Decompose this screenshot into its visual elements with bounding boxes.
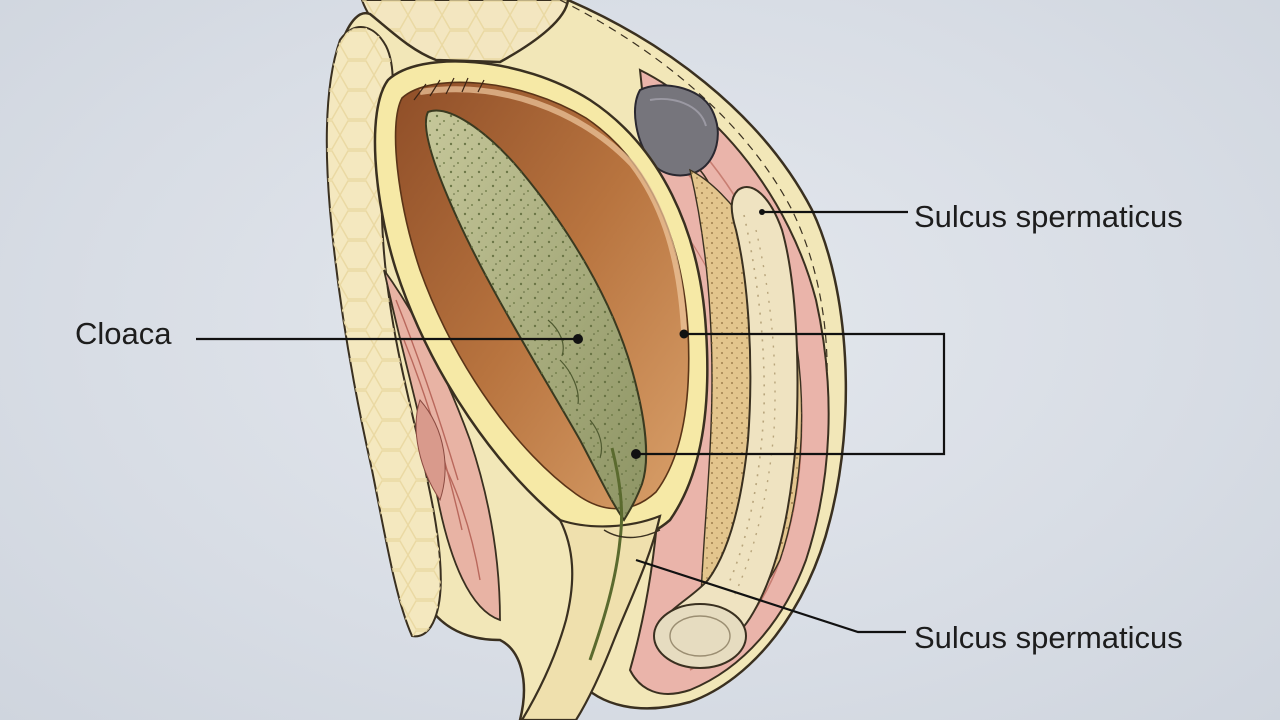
left-muscle-folds	[383, 269, 501, 622]
upper-fat-lobe	[360, 0, 570, 64]
leader-line-sulcus-bottom	[635, 558, 906, 634]
cloacal-duct	[520, 447, 662, 720]
leader-dot-bracket-top	[679, 329, 689, 339]
label-sulcus-spermaticus-top: Sulcus spermaticus	[914, 199, 1183, 234]
leader-dot-bracket-bottom	[631, 449, 641, 459]
label-cloaca: Cloaca	[75, 316, 172, 351]
leader-lines	[196, 209, 946, 634]
leader-bracket	[636, 332, 946, 456]
leader-dot-cloaca	[573, 334, 583, 344]
leader-dot-sulcus-top	[759, 209, 765, 215]
sulcus-spermaticus	[653, 186, 799, 669]
cloaca-tissue	[424, 109, 648, 522]
label-sulcus-spermaticus-bottom: Sulcus spermaticus	[914, 620, 1183, 655]
dark-organ	[634, 84, 719, 211]
